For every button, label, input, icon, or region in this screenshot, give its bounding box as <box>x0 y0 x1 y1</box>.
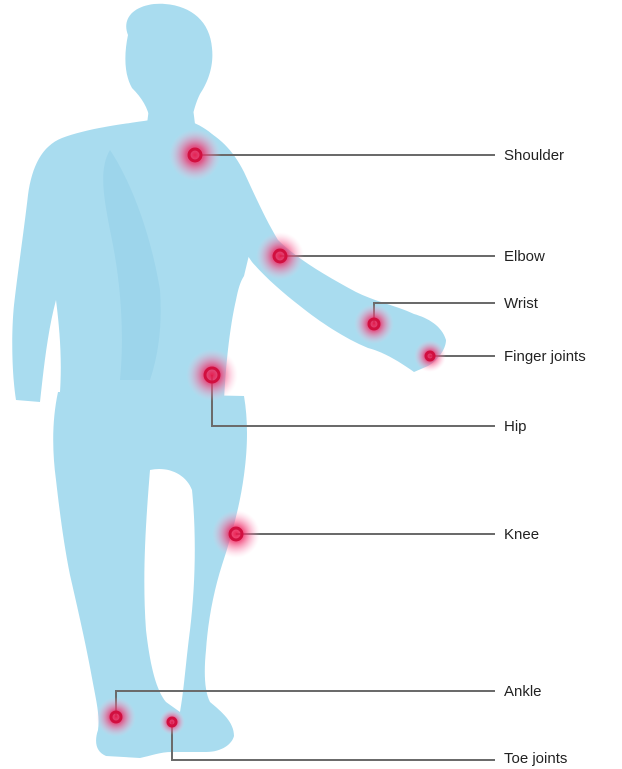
wrist-label: Wrist <box>504 296 538 311</box>
knee-highlight <box>212 510 260 558</box>
elbow-label: Elbow <box>504 249 545 264</box>
ankle-label: Ankle <box>504 684 542 699</box>
toe-joints-highlight <box>159 709 185 735</box>
hip-label: Hip <box>504 419 527 434</box>
hip-leader <box>212 375 495 426</box>
shoulder-label: Shoulder <box>504 148 564 163</box>
ankle-highlight <box>96 697 136 737</box>
shoulder-highlight <box>169 129 221 181</box>
toe-joints-label: Toe joints <box>504 751 567 766</box>
hip-highlight <box>186 349 238 401</box>
wrist-highlight <box>354 304 394 344</box>
finger-joints-label: Finger joints <box>504 349 586 364</box>
knee-label: Knee <box>504 527 539 542</box>
elbow-highlight <box>256 232 304 280</box>
finger-joints-highlight <box>414 340 446 372</box>
